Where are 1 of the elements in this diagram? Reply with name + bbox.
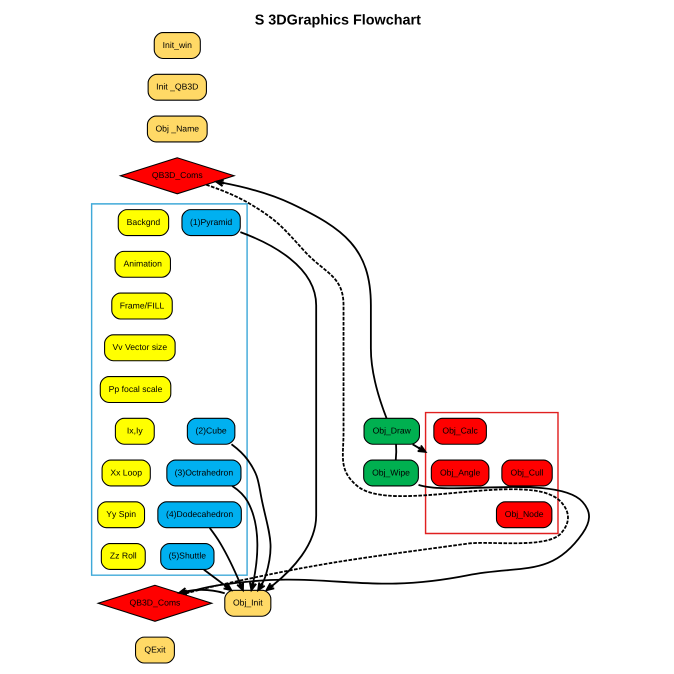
diagram-title: S 3DGraphics Flowchart (254, 12, 420, 29)
